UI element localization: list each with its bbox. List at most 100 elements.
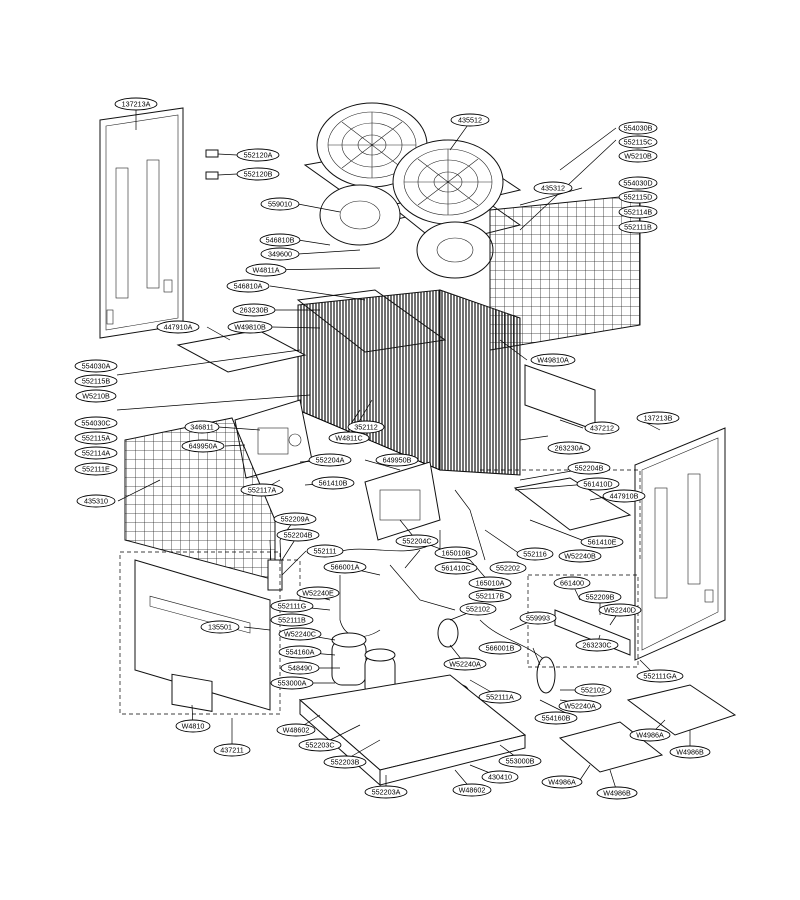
callout-label: W49810B (227, 320, 273, 334)
callout-text: W52240D (604, 606, 636, 615)
callout-text: 263230B (240, 306, 269, 315)
callout-label: W4811C (328, 431, 370, 445)
callout-text: 554030A (82, 362, 111, 371)
callout-text: 437212 (590, 424, 614, 433)
callout-label: 552115A (74, 431, 118, 445)
callout-label: 552202 (489, 561, 527, 575)
callout-label: W4986A (629, 728, 671, 742)
callout-label: 554030D (618, 176, 658, 190)
callout-label: 135501 (200, 620, 240, 634)
callout-text: 552204C (402, 537, 431, 546)
callout-text: 435312 (541, 184, 565, 193)
callout-text: 552204B (284, 531, 313, 540)
callout-label: 447910A (156, 320, 200, 334)
callout-label: 437212 (584, 421, 620, 435)
callout-label: 552203C (298, 738, 342, 752)
callout-label: 552116 (516, 547, 554, 561)
callout-text: 561410B (319, 479, 348, 488)
callout-label: 548490 (280, 661, 320, 675)
callout-label: 552115D (618, 190, 658, 204)
callout-text: 552204B (575, 464, 604, 473)
callout-text: 552111B (278, 616, 306, 625)
callout-text: 346811 (190, 423, 213, 432)
callout-text: 554030B (624, 124, 653, 133)
callout-label: 552111B (618, 220, 658, 234)
callout-label: 552203A (364, 785, 408, 799)
callout-text: 561410D (583, 480, 612, 489)
callout-label: 349600 (260, 247, 300, 261)
callout-text: W52240E (302, 589, 334, 598)
electrical-box (364, 461, 441, 541)
callout-text: W4811C (335, 434, 362, 443)
front-panel (134, 559, 271, 712)
callout-label: W52240C (278, 627, 322, 641)
callout-label: W4811A (245, 263, 287, 277)
callout-label: 546810B (259, 233, 301, 247)
callout-text: W5210B (624, 152, 652, 161)
callout-text: 552202 (496, 564, 520, 573)
callout-text: 548490 (288, 664, 312, 673)
callout-label: 553000A (270, 676, 314, 690)
callout-label: 263230B (232, 303, 276, 317)
callout-label: 649950B (375, 453, 419, 467)
callout-text: W4986A (636, 731, 664, 740)
callout-text: 552102 (581, 686, 605, 695)
callout-text: 552117B (476, 592, 504, 601)
callout-text: 263230C (582, 641, 611, 650)
callout-text: 661400 (560, 579, 584, 588)
callout-text: 552111A (486, 693, 514, 702)
callout-label: 552102 (574, 683, 612, 697)
callout-label: 552204B (276, 528, 320, 542)
callout-label: W5210B (618, 149, 658, 163)
rear-grille (489, 194, 641, 351)
callout-label: W48602 (452, 783, 492, 797)
callout-text: W4986A (548, 778, 576, 787)
callout-text: W4986B (603, 789, 631, 798)
callout-text: 552111E (82, 465, 110, 474)
top-left-side-panel (99, 107, 184, 339)
callout-label: 552115C (618, 135, 658, 149)
callout-text: 554030D (623, 179, 652, 188)
callout-label: 552111E (74, 462, 118, 476)
callout-label: 554030C (74, 416, 118, 430)
callout-label: 546810A (226, 279, 270, 293)
callout-text: W52240B (564, 552, 596, 561)
callout-label: 554160A (278, 645, 322, 659)
callout-label: 661400 (553, 576, 591, 590)
callout-label: W48602 (276, 723, 316, 737)
callout-label: 447910B (602, 489, 646, 503)
callout-label: 437211 (213, 743, 251, 757)
callout-label: 552120B (236, 167, 280, 181)
callout-label: 552102 (459, 602, 497, 616)
callout-text: W49810B (234, 323, 266, 332)
callout-text: 552111 (314, 547, 337, 556)
callout-text: 352112 (354, 423, 377, 432)
callout-text: 552120A (244, 151, 273, 160)
callout-text: 649950B (383, 456, 412, 465)
callout-text: 447910A (164, 323, 193, 332)
callout-label: 552203B (323, 755, 367, 769)
callout-text: 552120B (244, 170, 273, 179)
callout-label: 435310 (76, 494, 116, 508)
callout-text: 165010A (476, 579, 505, 588)
base-pan (298, 674, 527, 787)
callout-text: W49810A (537, 356, 569, 365)
callout-label: 137213A (114, 97, 158, 111)
callout-label: 566001A (323, 560, 367, 574)
callout-label: 553000B (498, 754, 542, 768)
callout-text: 552204A (316, 456, 345, 465)
callout-text: W48602 (459, 786, 486, 795)
callout-text: W52240A (564, 702, 596, 711)
callout-label: 554030A (74, 359, 118, 373)
callout-label: W5210B (75, 389, 117, 403)
callout-label: 552209B (578, 590, 622, 604)
callout-text: 554160A (286, 648, 315, 657)
callout-label: 552117B (468, 589, 512, 603)
callout-label: 552204B (567, 461, 611, 475)
right-plate-447910B (513, 477, 632, 531)
callout-label: W52240B (558, 549, 602, 563)
callout-label: 430410 (481, 770, 519, 784)
callout-label: 559010 (260, 197, 300, 211)
base-plates (558, 684, 737, 773)
callout-label: W52240E (296, 586, 340, 600)
